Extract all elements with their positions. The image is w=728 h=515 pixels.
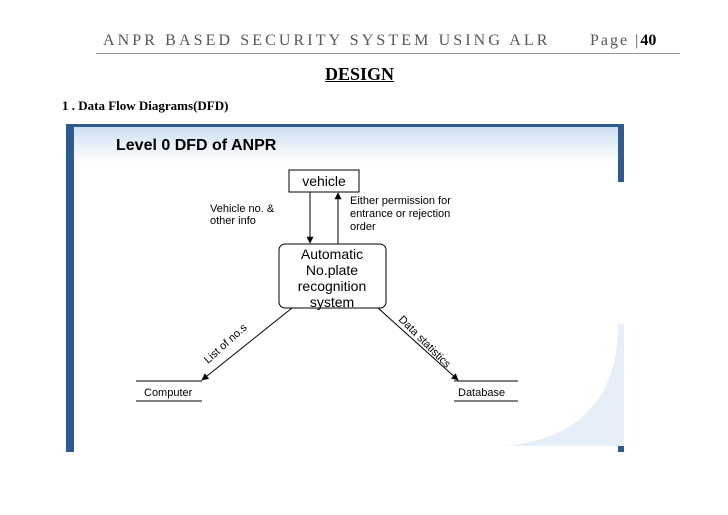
dfd-figure: Level 0 DFD of ANPR vehicle Automatic No…: [66, 124, 624, 452]
flow-label-permission-line-1: Either permission for: [350, 195, 451, 207]
running-header-title: ANPR BASED SECURITY SYSTEM USING ALR: [103, 32, 551, 49]
header-rule: [96, 53, 680, 54]
design-heading: DESIGN: [325, 64, 395, 84]
slide-left-bar: [66, 124, 74, 452]
computer-label: Computer: [144, 387, 193, 399]
flow-label-permission-line-3: order: [350, 221, 376, 233]
process-label-line-4: system: [310, 294, 354, 310]
process-label-line-2: No.plate: [306, 262, 358, 278]
flow-label-vehicle-info-line-1: Vehicle no. &: [210, 203, 275, 215]
slide-top-bar: [66, 124, 624, 127]
page-number-value: 40: [640, 32, 657, 49]
diagram-title: Level 0 DFD of ANPR: [116, 137, 277, 154]
slide-right-bar-top: [618, 124, 624, 182]
flow-label-permission-line-2: entrance or rejection: [350, 208, 450, 220]
slide-title-band: [66, 124, 624, 162]
section-heading: 1 . Data Flow Diagrams(DFD): [62, 98, 229, 113]
flow-arrow-process-to-computer: [201, 307, 293, 381]
process-node: [278, 243, 387, 309]
vehicle-node: [288, 169, 360, 193]
page-number: Page |40: [590, 32, 656, 50]
database-label: Database: [458, 387, 505, 399]
flow-label-vehicle-info-line-2: other info: [210, 215, 256, 227]
process-label-line-1: Automatic: [301, 246, 363, 262]
vehicle-label: vehicle: [302, 173, 346, 189]
dfd-diagram: Level 0 DFD of ANPR vehicle Automatic No…: [66, 124, 624, 452]
process-label-line-3: recognition: [298, 278, 367, 294]
slide-corner-swoosh: [506, 324, 624, 446]
flow-arrow-process-to-database: [377, 307, 459, 381]
page-prefix: Page |: [590, 32, 641, 49]
